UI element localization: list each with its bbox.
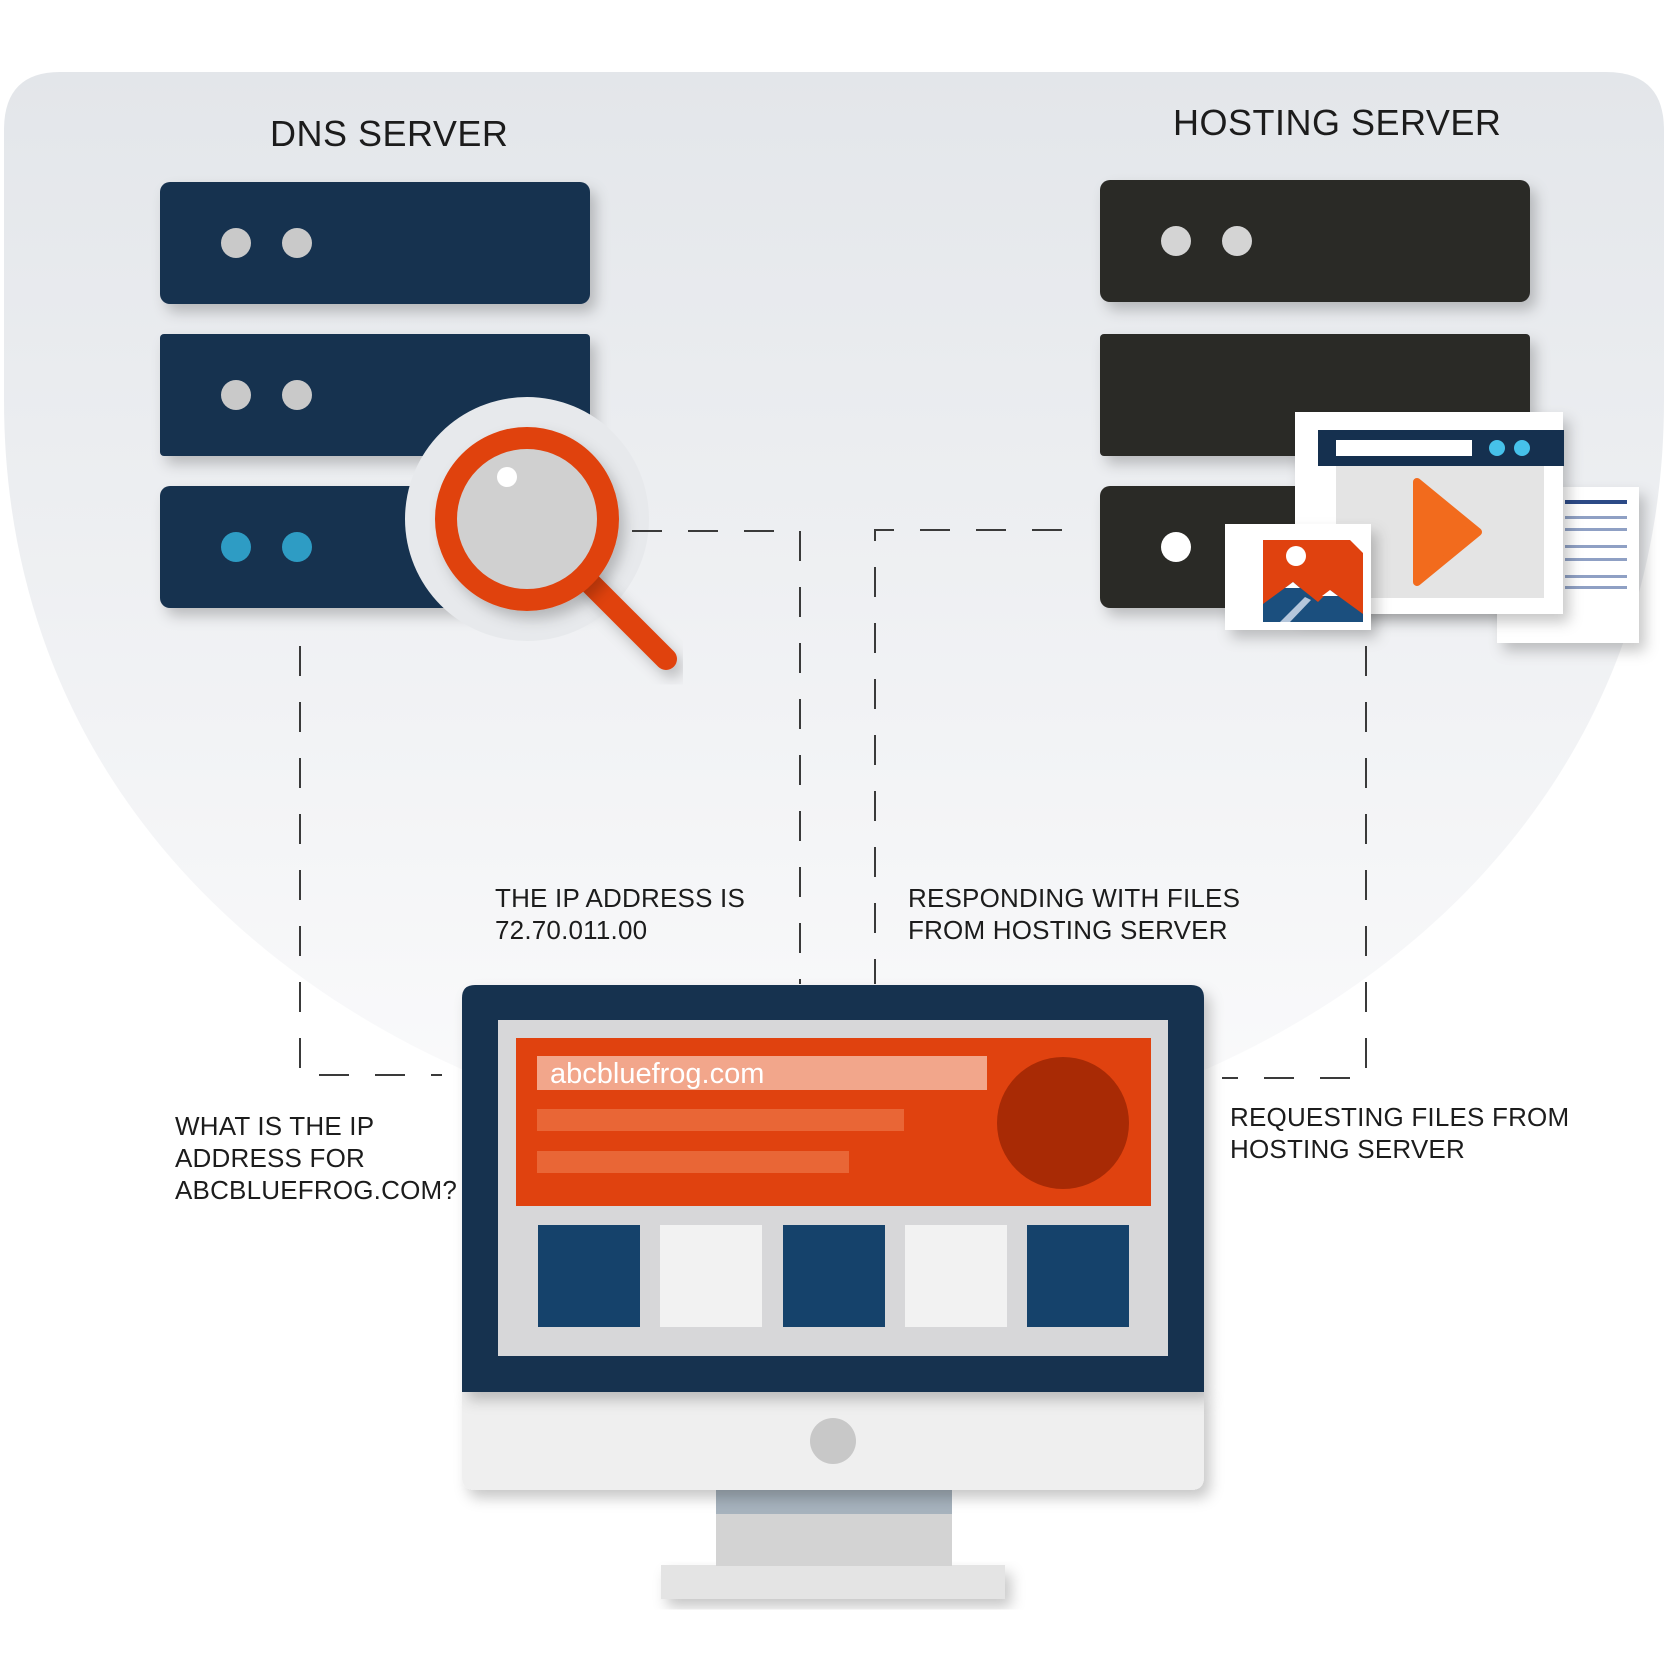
label-response-files: RESPONDING WITH FILES FROM HOSTING SERVE… — [908, 882, 1240, 946]
label-line: THE IP ADDRESS IS — [495, 883, 745, 913]
magnifier-icon — [405, 397, 677, 670]
label-line: ABCBLUEFROG.COM? — [175, 1175, 458, 1205]
label-request-files: REQUESTING FILES FROM HOSTING SERVER — [1230, 1101, 1569, 1165]
video-window-icon — [1295, 412, 1564, 614]
label-line: 72.70.011.00 — [495, 915, 648, 945]
label-line: RESPONDING WITH FILES — [908, 883, 1241, 913]
dns-led-active-icon — [282, 532, 312, 562]
label-line: WHAT IS THE IP — [175, 1111, 375, 1141]
website-tile — [905, 1225, 1007, 1327]
website-tile — [783, 1225, 885, 1327]
image-file-icon — [1225, 524, 1371, 630]
dns-led-icon — [282, 228, 312, 258]
website-text-line — [537, 1109, 904, 1131]
dns-server-icon — [160, 182, 590, 608]
website-tile — [1027, 1225, 1129, 1327]
dns-led-icon — [282, 380, 312, 410]
hosting-server-unit-1 — [1100, 180, 1530, 302]
label-query-dns: WHAT IS THE IP ADDRESS FOR ABCBLUEFROG.C… — [175, 1110, 457, 1206]
dns-server-title: DNS SERVER — [270, 113, 509, 154]
dns-server-unit-1 — [160, 182, 590, 304]
website-address-bar — [537, 1056, 987, 1090]
hosting-led-icon — [1161, 532, 1191, 562]
website-tile — [538, 1225, 640, 1327]
label-line: ADDRESS FOR — [175, 1143, 366, 1173]
connector-dns-reply — [632, 530, 801, 984]
label-line: HOSTING SERVER — [1230, 1134, 1465, 1164]
hosting-led-icon — [1222, 226, 1252, 256]
play-icon — [1413, 478, 1482, 586]
dns-led-icon — [221, 380, 251, 410]
website-text-line — [537, 1151, 849, 1173]
label-line: REQUESTING FILES FROM — [1230, 1102, 1570, 1132]
website-tile — [660, 1225, 762, 1327]
dns-led-icon — [221, 228, 251, 258]
website-url: abcbluefrog.com — [550, 1058, 764, 1090]
website-avatar-icon — [997, 1057, 1129, 1189]
monitor-stand-base — [661, 1565, 1005, 1599]
hosting-server-title: HOSTING SERVER — [1173, 102, 1502, 143]
connector-query-dns — [299, 646, 442, 1076]
computer-monitor-icon: abcbluefrog.com — [462, 985, 1204, 1599]
monitor-power-button-icon — [810, 1418, 856, 1464]
hosting-led-icon — [1161, 226, 1191, 256]
connector-response-files — [874, 529, 1062, 984]
connector-request-files — [1222, 646, 1367, 1079]
dns-led-active-icon — [221, 532, 251, 562]
label-line: FROM HOSTING SERVER — [908, 915, 1228, 945]
label-dns-reply: THE IP ADDRESS IS 72.70.011.00 — [495, 882, 745, 946]
